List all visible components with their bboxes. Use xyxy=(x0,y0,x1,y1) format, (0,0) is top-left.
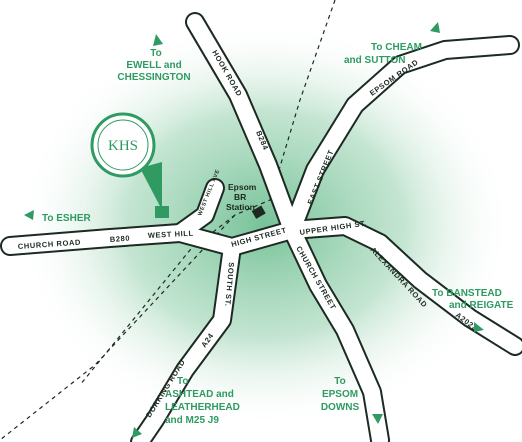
logo-outer-ring xyxy=(90,112,156,178)
destination-banstead: To BANSTEAD and REIGATE xyxy=(432,288,514,332)
arrow-northwest-icon xyxy=(153,34,163,46)
school-location-marker xyxy=(155,206,169,218)
road-network xyxy=(0,12,522,442)
station-marker xyxy=(251,205,266,219)
dest-ewell-line1: To xyxy=(150,48,161,59)
road-label-west-hill: WEST HILL xyxy=(148,229,194,240)
arrow-west-icon xyxy=(24,210,34,220)
dest-epsom-downs-line3: DOWNS xyxy=(321,402,360,413)
road-label-b280: B280 xyxy=(110,234,131,244)
dest-esher-line1: To ESHER xyxy=(42,213,91,224)
dest-ewell-line3: CHESSINGTON xyxy=(117,72,190,83)
logo-marker: KHS xyxy=(90,112,169,218)
station-label-line1: Epsom xyxy=(228,182,257,192)
dest-cheam-line2: and SUTTON xyxy=(344,55,405,66)
destination-cheam: To CHEAM and SUTTON xyxy=(344,22,440,66)
epsom-station: Epsom BR Station xyxy=(226,182,266,219)
destination-esher: To ESHER xyxy=(24,210,91,224)
dest-epsom-downs-line1: To xyxy=(334,376,345,387)
dest-ashtead-line1: To xyxy=(177,376,188,387)
road-label-church-road: CHURCH ROAD xyxy=(18,238,82,251)
station-label-line3: Station xyxy=(226,202,255,212)
dest-cheam-line1: To CHEAM xyxy=(371,42,422,53)
destination-epsom-downs: To EPSOM DOWNS xyxy=(321,376,383,424)
dest-epsom-downs-line2: EPSOM xyxy=(322,389,358,400)
station-label-line2: BR xyxy=(234,192,246,202)
road-label-south-st: SOUTH ST. xyxy=(223,262,236,307)
arrow-northeast-icon xyxy=(430,22,440,33)
monogram-logo-icon: KHS xyxy=(108,138,138,154)
dest-banstead-line1: To BANSTEAD xyxy=(432,288,502,299)
logo-pointer xyxy=(140,162,162,210)
arrow-south-icon xyxy=(372,414,383,424)
destination-ewell: To EWELL and CHESSINGTON xyxy=(117,34,191,83)
arrow-southeast-icon xyxy=(474,322,484,332)
dest-banstead-line2: and REIGATE xyxy=(449,300,514,311)
arrow-southwest-icon xyxy=(132,427,142,438)
dest-ashtead-line2: ASHTEAD and xyxy=(165,389,234,400)
logo-inner-ring xyxy=(97,119,149,171)
railway-line-southwest xyxy=(79,214,236,386)
dest-ashtead-line3: LEATHERHEAD xyxy=(165,402,240,413)
dest-ashtead-line4: and M25 J9 xyxy=(165,415,219,426)
destination-ashtead: To ASHTEAD and LEATHERHEAD and M25 J9 xyxy=(132,376,240,438)
dest-ewell-line2: EWELL and xyxy=(126,60,181,71)
